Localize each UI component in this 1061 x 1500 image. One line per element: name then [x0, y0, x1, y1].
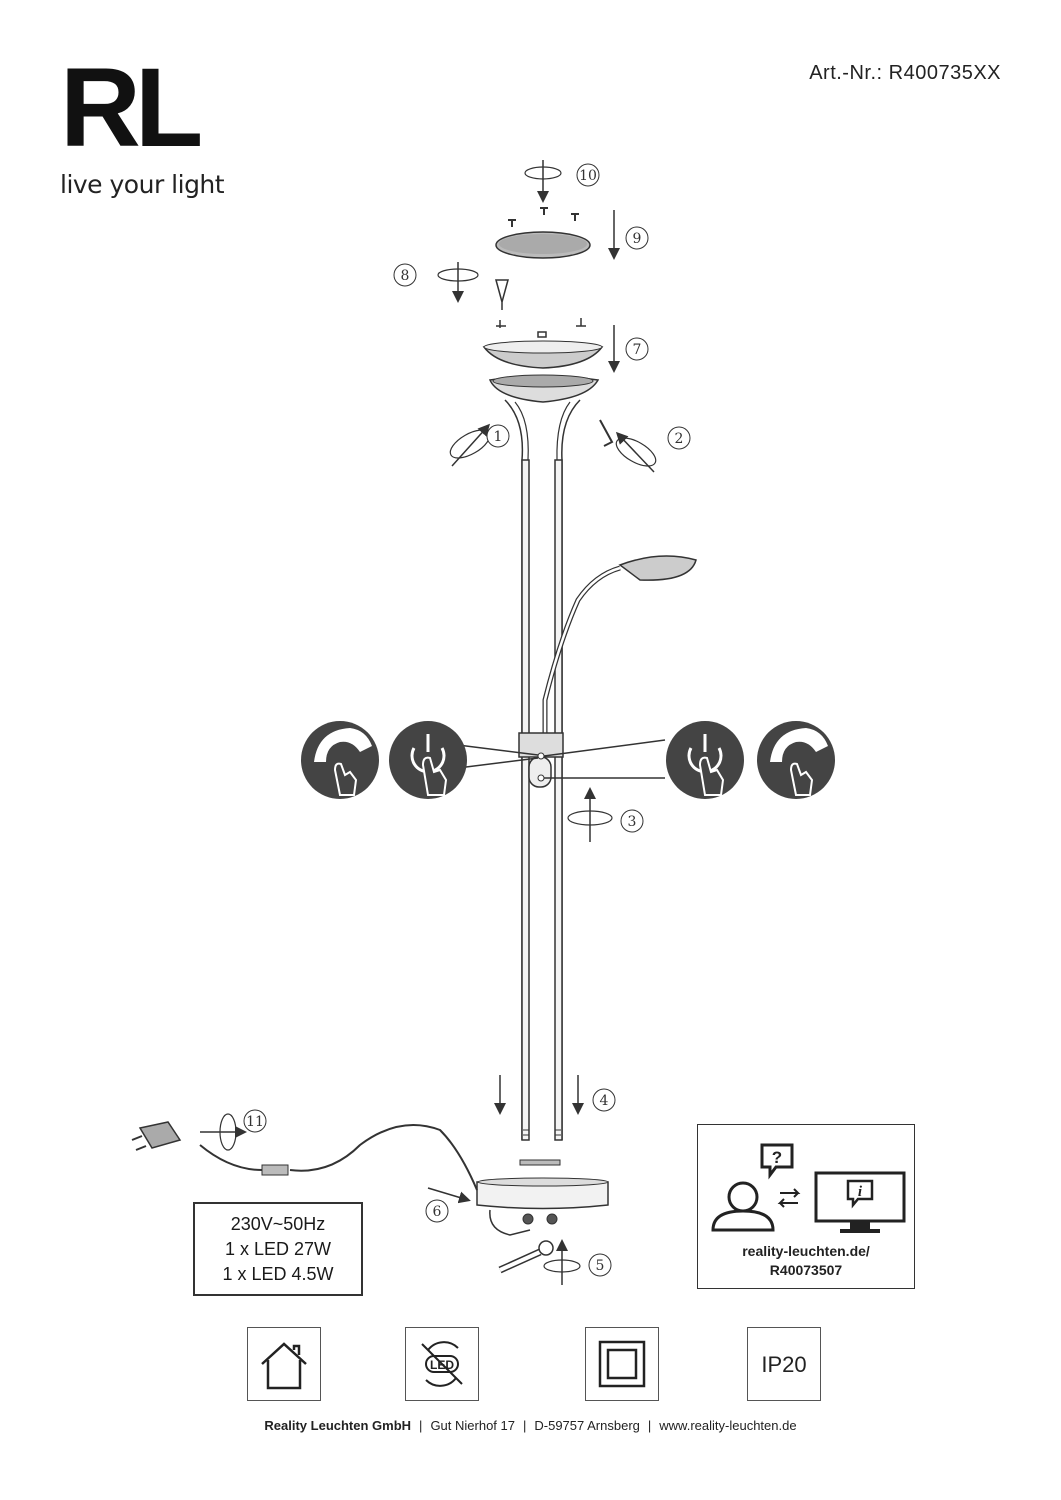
- reflector-bowl: [482, 340, 604, 369]
- clip-icon: [496, 318, 586, 338]
- step-number-3: 3: [620, 809, 644, 833]
- step-number-text: 8: [401, 268, 410, 284]
- logo-tagline: live your light: [60, 170, 225, 199]
- step-number-text: 10: [579, 168, 597, 184]
- step-number-text: 7: [633, 342, 642, 358]
- dimmer-touch-icon: [301, 721, 379, 799]
- dimmer-touch-icon: [757, 721, 835, 799]
- info-url-line2: R40073507: [769, 1262, 843, 1278]
- direction-arrow-icon: [427, 1187, 471, 1204]
- rotation-arrow-icon: [543, 1239, 581, 1285]
- footer-company: Reality Leuchten GmbH: [264, 1418, 412, 1433]
- led-reading-spec: 1 x LED 4.5W: [222, 1264, 334, 1284]
- wrench-icon: [498, 1240, 554, 1274]
- house-icon: [247, 1327, 321, 1401]
- step-number-7: 7: [625, 337, 649, 361]
- cable-connector: [261, 1164, 289, 1176]
- step-number-text: 5: [596, 1258, 605, 1274]
- reflector-pin-icon: [495, 279, 509, 310]
- question-bubble-icon: ?: [760, 1143, 794, 1180]
- lamp-base: [476, 1177, 609, 1225]
- led-not-replaceable-icon: LED: [405, 1327, 479, 1401]
- person-icon: [711, 1181, 775, 1232]
- step-number-5: 5: [588, 1253, 612, 1277]
- step-number-text: 9: [633, 231, 642, 247]
- plug-adapter-icon: [131, 1121, 182, 1151]
- info-url[interactable]: reality-leuchten.de/ R40073507: [698, 1242, 914, 1280]
- power-touch-icon: [666, 721, 744, 799]
- lamp-head: [488, 374, 600, 1140]
- rotation-arrow-icon: [615, 431, 657, 473]
- protection-class-ii-icon: [585, 1327, 659, 1401]
- thread-end: [523, 1129, 561, 1141]
- voltage-spec: 230V~50Hz: [230, 1214, 326, 1234]
- footer-website[interactable]: www.reality-leuchten.de: [659, 1418, 797, 1433]
- footer-street: Gut Nierhof 17: [430, 1418, 515, 1433]
- spec-box: 230V~50Hz 1 x LED 27W 1 x LED 4.5W: [193, 1202, 363, 1296]
- online-info-box: ? i reality-leuchten.de/ R40073507: [697, 1124, 915, 1289]
- pointer-line: [457, 739, 666, 779]
- step-number-9: 9: [625, 226, 649, 250]
- ip-rating-label: IP20: [761, 1352, 807, 1377]
- article-number: Art.-Nr.: R400735XX: [809, 62, 1001, 84]
- step-number-text: 4: [600, 1093, 609, 1109]
- step-number-text: 3: [628, 814, 637, 830]
- washer-plate: [519, 1159, 561, 1166]
- power-cable: [289, 1124, 478, 1191]
- allen-key-icon: [599, 419, 614, 447]
- step-number-text: 1: [494, 429, 503, 445]
- lamp-pole: [521, 459, 563, 1141]
- power-cable: [489, 1209, 531, 1236]
- rotation-arrow-icon: [449, 423, 491, 467]
- svg-text:i: i: [858, 1184, 863, 1200]
- step-number-1: 1: [486, 424, 510, 448]
- step-number-8: 8: [393, 263, 417, 287]
- footer-city: D-59757 Arnsberg: [534, 1418, 640, 1433]
- brand-logo: RL live your light: [60, 45, 240, 200]
- rotation-arrow-icon: [437, 262, 479, 303]
- led-main-spec: 1 x LED 27W: [224, 1239, 332, 1259]
- info-url-line1: reality-leuchten.de/: [742, 1243, 870, 1259]
- svg-text:?: ?: [772, 1148, 782, 1167]
- rotation-arrow-icon: [567, 787, 613, 842]
- step-number-text: 11: [246, 1114, 264, 1130]
- switch-housing: [518, 732, 564, 788]
- step-number-text: 6: [433, 1204, 442, 1220]
- logo-mark: RL: [60, 45, 203, 170]
- step-number-4: 4: [592, 1088, 616, 1112]
- step-number-text: 2: [675, 431, 684, 447]
- step-number-6: 6: [425, 1199, 449, 1223]
- rotation-arrow-icon: [524, 160, 562, 203]
- exchange-arrows-icon: [777, 1188, 801, 1208]
- footer-address: Reality Leuchten GmbH|Gut Nierhof 17|D-5…: [264, 1418, 797, 1433]
- reading-arm: [542, 555, 697, 735]
- diffuser-glass: [495, 231, 591, 259]
- power-touch-icon: [389, 721, 467, 799]
- rotation-arrow-icon: [200, 1113, 247, 1151]
- step-number-2: 2: [667, 426, 691, 450]
- ip-rating-badge: IP20: [747, 1327, 821, 1401]
- screw-icon: [508, 207, 579, 227]
- online-help-icon: ? i: [711, 1143, 906, 1233]
- monitor-icon: i: [814, 1171, 906, 1233]
- step-number-10: 10: [576, 163, 600, 187]
- step-number-11: 11: [243, 1109, 267, 1133]
